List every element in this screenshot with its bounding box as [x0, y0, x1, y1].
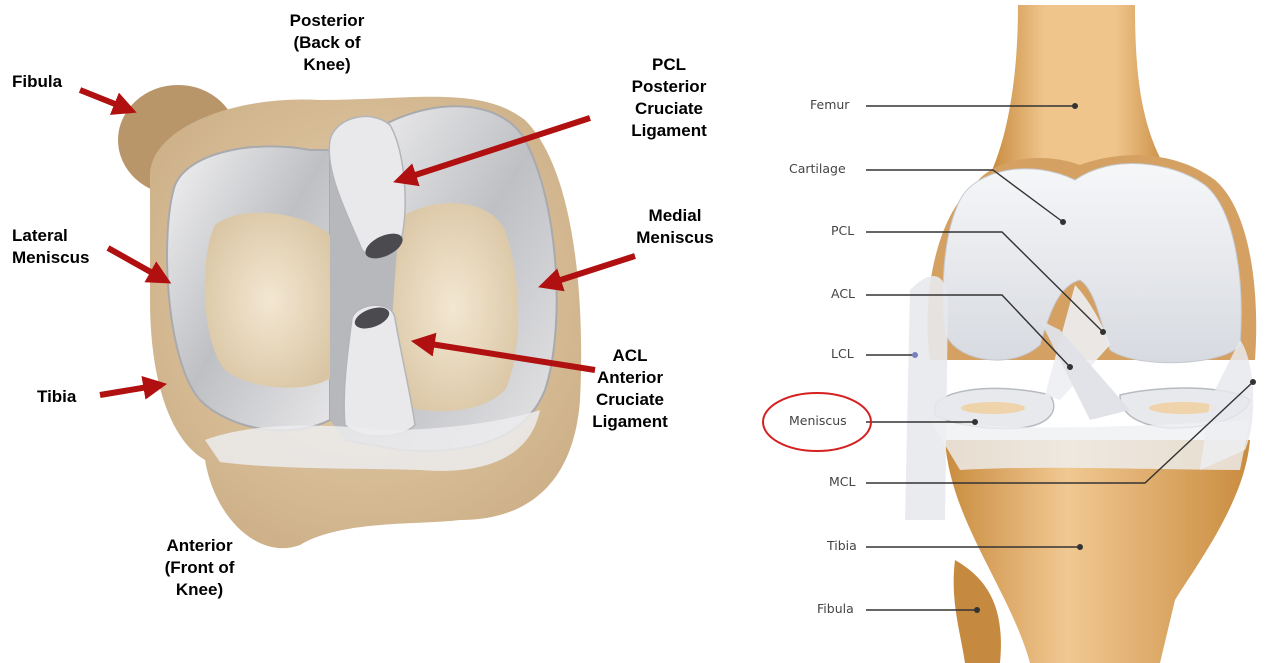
- fibula-arrow: [80, 90, 130, 110]
- label-tibia-left: Tibia: [37, 386, 76, 408]
- tibia-arrow: [100, 385, 160, 395]
- label-acl-line-3: Cruciate: [580, 389, 680, 411]
- label-pcl: PCL Posterior Cruciate Ligament: [624, 54, 714, 142]
- label-cartilage: Cartilage: [789, 161, 846, 176]
- label-pcl-line-4: Ligament: [624, 120, 714, 142]
- label-fibula-left: Fibula: [12, 71, 62, 93]
- label-acl: ACL Anterior Cruciate Ligament: [580, 345, 680, 433]
- label-anterior-line-3: Knee): [152, 579, 247, 601]
- label-posterior: Posterior (Back of Knee): [282, 10, 372, 76]
- label-acl-line-1: ACL: [580, 345, 680, 367]
- femur-shape: [990, 5, 1170, 175]
- label-medial-meniscus: Medial Meniscus: [635, 205, 715, 249]
- label-posterior-line-2: (Back of: [282, 32, 372, 54]
- label-posterior-line-3: Knee): [282, 54, 372, 76]
- label-pcl-right: PCL: [831, 223, 854, 238]
- label-tibia-right: Tibia: [827, 538, 857, 553]
- label-meniscus: Meniscus: [789, 413, 847, 428]
- capsule-fibers-shape: [930, 420, 1250, 470]
- label-anterior: Anterior (Front of Knee): [152, 535, 247, 601]
- label-lateral-meniscus: Lateral Meniscus: [12, 225, 89, 269]
- label-anterior-line-2: (Front of: [152, 557, 247, 579]
- label-pcl-line-1: PCL: [624, 54, 714, 76]
- label-medial-meniscus-line-1: Medial: [635, 205, 715, 227]
- label-acl-line-4: Ligament: [580, 411, 680, 433]
- label-pcl-line-2: Posterior: [624, 76, 714, 98]
- label-anterior-line-1: Anterior: [152, 535, 247, 557]
- label-lateral-meniscus-line-2: Meniscus: [12, 247, 89, 269]
- label-femur: Femur: [810, 97, 849, 112]
- label-lateral-meniscus-line-1: Lateral: [12, 225, 89, 247]
- label-posterior-line-1: Posterior: [282, 10, 372, 32]
- label-acl-line-2: Anterior: [580, 367, 680, 389]
- label-pcl-line-3: Cruciate: [624, 98, 714, 120]
- label-acl-right: ACL: [831, 286, 855, 301]
- lateral-plateau-shape: [205, 213, 335, 388]
- label-medial-meniscus-line-2: Meniscus: [635, 227, 715, 249]
- label-lcl: LCL: [831, 346, 854, 361]
- label-fibula-right: Fibula: [817, 601, 854, 616]
- label-mcl: MCL: [829, 474, 855, 489]
